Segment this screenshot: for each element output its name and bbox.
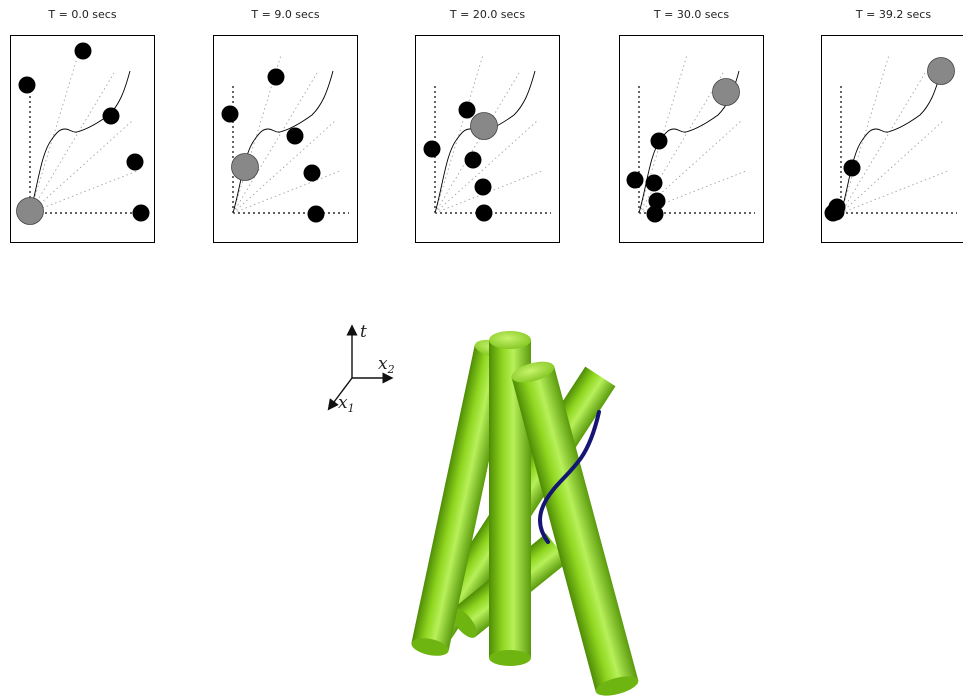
- sensor-ray: [840, 170, 949, 214]
- sensor-rays: [434, 54, 543, 214]
- sensor-ray: [434, 170, 543, 214]
- obstacle-disc: [423, 140, 441, 158]
- sensor-ray: [434, 54, 484, 214]
- robot-disc: [470, 112, 498, 140]
- sensor-ray: [840, 120, 944, 214]
- obstacle-disc: [132, 204, 150, 222]
- sensor-rays: [232, 54, 341, 214]
- snapshot-panel-2: T = 9.0 secs: [213, 0, 358, 245]
- axes-indicator: t x2 x1: [327, 322, 395, 415]
- obstacle-disc: [648, 192, 666, 210]
- obstacle-disc: [286, 127, 304, 145]
- obstacle-disc: [824, 204, 842, 222]
- snapshot-plot-svg: [415, 35, 560, 243]
- snapshot-panel-4: T = 30.0 secs: [619, 0, 764, 245]
- obstacle-layer: [18, 42, 150, 222]
- sensor-ray: [434, 120, 538, 214]
- sensor-ray: [840, 54, 890, 214]
- sensor-rays: [840, 54, 949, 214]
- sensor-ray: [434, 72, 520, 214]
- x2-axis-label: x2: [378, 354, 395, 376]
- sensor-ray: [232, 120, 336, 214]
- robot-trajectory: [840, 70, 942, 214]
- snapshot-panel-5: T = 39.2 secs: [821, 0, 963, 245]
- sensor-ray: [232, 72, 318, 214]
- sensor-rays: [29, 54, 138, 214]
- snapshot-time-label: T = 0.0 secs: [48, 8, 117, 21]
- obstacle-disc: [650, 132, 668, 150]
- snapshot-panel-1: T = 0.0 secs: [10, 0, 155, 245]
- obstacle-disc: [475, 204, 493, 222]
- sensor-ray: [232, 54, 282, 214]
- obstacle-layer: [221, 68, 325, 223]
- robot-trajectory: [232, 70, 334, 214]
- robot-disc: [712, 78, 740, 106]
- snapshot-time-label: T = 20.0 secs: [449, 8, 526, 21]
- plot-border: [213, 35, 358, 243]
- robot-disc: [231, 153, 259, 181]
- sensor-ray: [29, 54, 79, 214]
- obstacle-disc: [464, 151, 482, 169]
- obstacle-disc: [458, 101, 476, 119]
- obstacle-disc: [221, 105, 239, 123]
- obstacle-disc: [646, 205, 664, 223]
- obstacle-disc: [74, 42, 92, 60]
- obstacle-disc: [267, 68, 285, 86]
- sensor-ray: [232, 170, 341, 214]
- sensor-ray: [29, 170, 138, 214]
- snapshot-plot: [619, 35, 764, 243]
- snapshot-plot-svg: [10, 35, 155, 243]
- obstacle-disc: [18, 76, 36, 94]
- sensor-ray: [840, 72, 926, 214]
- snapshot-plot: [415, 35, 560, 243]
- robot-spacetime-trajectory: [537, 410, 601, 544]
- obstacle-disc: [626, 171, 644, 189]
- snapshot-plot: [213, 35, 358, 243]
- x1-axis-arrow: [327, 377, 353, 411]
- obstacle-disc: [645, 174, 663, 192]
- snapshot-time-label: T = 39.2 secs: [855, 8, 932, 21]
- x1-axis-label: x1: [338, 393, 355, 415]
- robot-disc: [16, 197, 44, 225]
- sensor-ray: [29, 120, 133, 214]
- obstacle-disc: [307, 205, 325, 223]
- snapshot-plot: [821, 35, 963, 243]
- snapshot-time-label: T = 9.0 secs: [251, 8, 320, 21]
- obstacle-layer: [824, 159, 861, 222]
- snapshot-panel-3: T = 20.0 secs: [415, 0, 560, 245]
- snapshot-time-label: T = 30.0 secs: [653, 8, 730, 21]
- obstacle-disc: [102, 107, 120, 125]
- obstacle-layer: [423, 101, 493, 222]
- obstacle-disc: [474, 178, 492, 196]
- sensor-ray: [29, 72, 115, 214]
- obstacle-disc: [303, 164, 321, 182]
- snapshot-plot-svg: [619, 35, 764, 243]
- snapshot-plot-svg: [821, 35, 963, 243]
- snapshot-plot-svg: [213, 35, 358, 243]
- obstacle-cylinder: [511, 361, 639, 696]
- obstacle-disc: [126, 153, 144, 171]
- snapshot-plot: [10, 35, 155, 243]
- robot-disc: [927, 57, 955, 85]
- obstacle-cylinders: [411, 331, 639, 696]
- t-axis-label: t: [360, 322, 367, 342]
- obstacle-disc: [843, 159, 861, 177]
- plot-border: [619, 35, 764, 243]
- obstacle-layer: [626, 132, 668, 223]
